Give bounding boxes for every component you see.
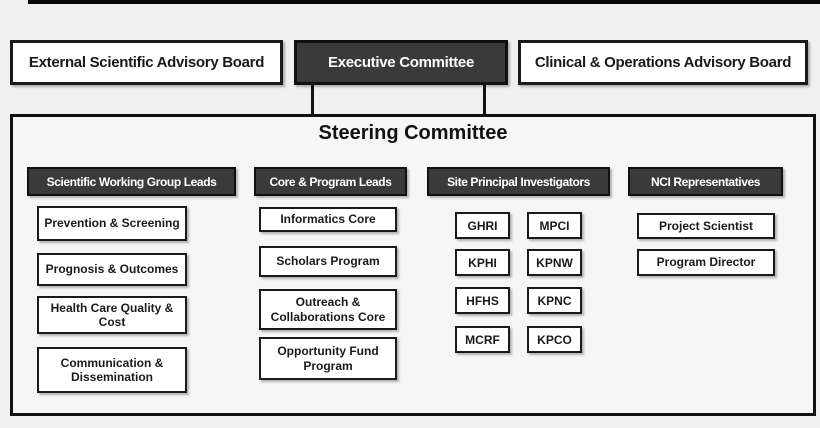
node-communication-dissemination: Communication & Dissemination	[37, 347, 187, 393]
column-header-core-program-leads: Core & Program Leads	[254, 167, 407, 196]
connector-line-right	[483, 84, 486, 116]
column-header-scientific-working-group-leads: Scientific Working Group Leads	[27, 167, 236, 196]
connector-line-left	[311, 84, 314, 116]
steering-committee-title: Steering Committee	[318, 122, 508, 144]
node-site-kpnc: KPNC	[527, 287, 582, 314]
node-opportunity-fund-program: Opportunity Fund Program	[259, 337, 397, 380]
node-site-mpci: MPCI	[527, 212, 582, 239]
node-site-kpnw: KPNW	[527, 249, 582, 276]
node-outreach-collaborations-core: Outreach & Collaborations Core	[259, 289, 397, 330]
executive-committee-box: Executive Committee	[294, 40, 508, 85]
node-project-scientist: Project Scientist	[637, 213, 775, 239]
clinical-operations-advisory-board-box: Clinical & Operations Advisory Board	[518, 40, 808, 85]
node-prognosis-outcomes: Prognosis & Outcomes	[37, 253, 187, 286]
column-header-site-principal-investigators: Site Principal Investigators	[427, 167, 610, 196]
node-prevention-screening: Prevention & Screening	[37, 206, 187, 241]
node-site-ghri: GHRI	[455, 212, 510, 239]
node-health-care-quality-cost: Health Care Quality & Cost	[37, 296, 187, 334]
node-site-hfhs: HFHS	[455, 287, 510, 314]
column-header-nci-representatives: NCI Representatives	[628, 167, 783, 196]
node-site-kphi: KPHI	[455, 249, 510, 276]
node-program-director: Program Director	[637, 249, 775, 276]
node-informatics-core: Informatics Core	[259, 207, 397, 232]
top-border-line	[28, 0, 820, 4]
node-site-kpco: KPCO	[527, 326, 582, 353]
node-scholars-program: Scholars Program	[259, 246, 397, 277]
node-site-mcrf: MCRF	[455, 326, 510, 353]
external-scientific-advisory-board-box: External Scientific Advisory Board	[10, 40, 283, 85]
